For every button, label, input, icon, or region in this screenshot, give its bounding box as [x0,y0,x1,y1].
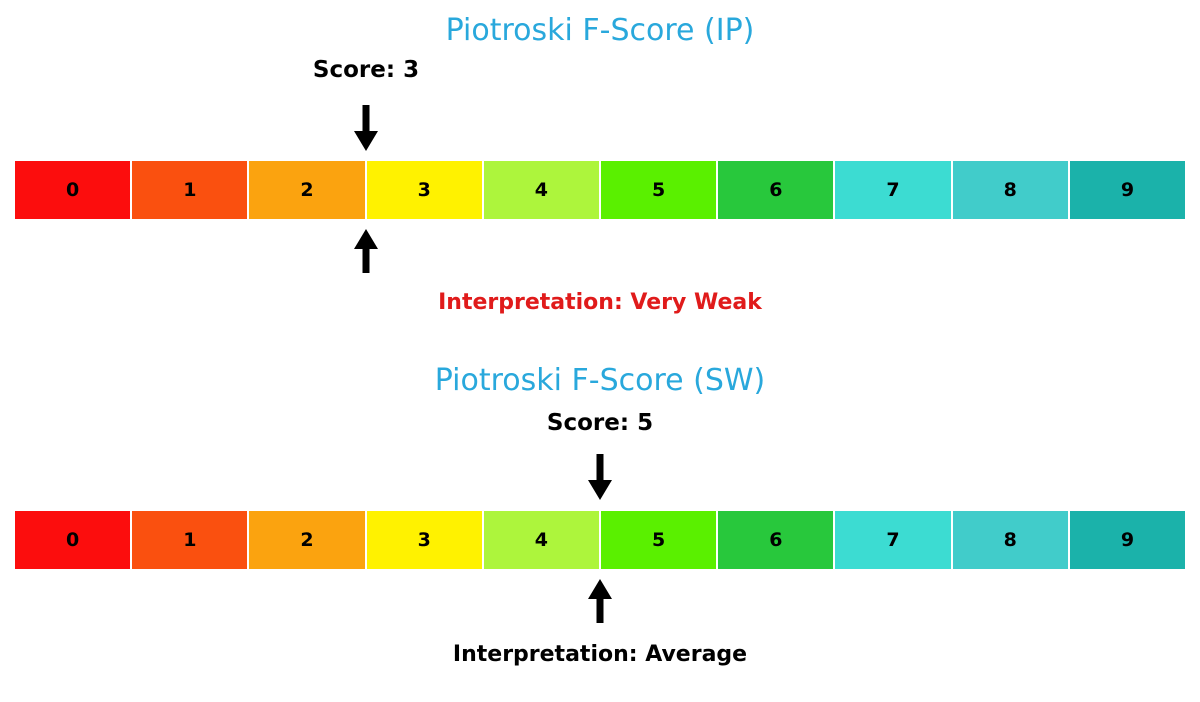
score-scale-bar-ip: 0 1 2 3 4 5 6 7 8 9 [15,161,1186,219]
scale-segment-label: 9 [1120,528,1135,551]
scale-segment-label: 3 [417,528,431,551]
scale-segment-label: 9 [1120,178,1135,201]
scale-segment-3[interactable]: 3 [365,511,483,569]
scale-segment-5[interactable]: 5 [600,511,718,569]
page-title-sw: Piotroski F-Score (SW) [434,363,766,398]
score-scale-bar-sw: 0 1 2 3 4 5 6 7 8 9 [15,511,1186,569]
scale-segment-6[interactable]: 6 [717,511,835,569]
scale-segment-label: 6 [769,178,783,201]
page-title-ip: Piotroski F-Score (IP) [445,13,755,48]
interpretation-pointer-up-arrow-ip [351,229,381,273]
scale-segment-7[interactable]: 7 [834,161,952,219]
scale-segment-9[interactable]: 9 [1068,511,1186,569]
scale-segment-0[interactable]: 0 [15,511,132,569]
scale-segment-label: 6 [769,528,783,551]
panel-piotroski-ip: Piotroski F-Score (IP) Score: 3 0 1 2 3 … [0,0,1200,340]
scale-segment-7[interactable]: 7 [834,511,952,569]
scale-segment-1[interactable]: 1 [131,511,249,569]
scale-segment-8[interactable]: 8 [951,511,1069,569]
scale-segment-label: 1 [183,528,197,551]
scale-segment-0[interactable]: 0 [15,161,132,219]
scale-segment-label: 4 [534,528,549,551]
interpretation-label-ip: Interpretation: Very Weak [438,290,762,315]
scale-segment-4[interactable]: 4 [482,161,601,219]
scale-segment-label: 4 [534,178,549,201]
scale-segment-3[interactable]: 3 [365,161,483,219]
scale-segment-label: 2 [300,528,314,551]
scale-segment-label: 1 [183,178,197,201]
scale-segment-label: 0 [65,178,80,201]
scale-segment-label: 3 [417,178,431,201]
panel-piotroski-sw: Piotroski F-Score (SW) Score: 5 0 1 2 3 … [0,350,1200,702]
interpretation-pointer-up-arrow-sw [585,579,615,623]
scale-segment-8[interactable]: 8 [951,161,1069,219]
scale-segment-label: 5 [652,178,666,201]
scale-segment-4[interactable]: 4 [482,511,601,569]
scale-segment-5[interactable]: 5 [600,161,718,219]
scale-segment-label: 7 [886,178,900,201]
scale-segment-2[interactable]: 2 [248,511,366,569]
scale-segment-label: 7 [886,528,900,551]
score-label-ip: Score: 3 [312,57,420,83]
scale-segment-2[interactable]: 2 [248,161,366,219]
score-pointer-down-arrow-ip [351,105,381,151]
scale-segment-1[interactable]: 1 [131,161,249,219]
scale-segment-label: 0 [65,528,80,551]
scale-segment-label: 2 [300,178,314,201]
scale-segment-label: 8 [1003,528,1017,551]
scale-segment-label: 8 [1003,178,1017,201]
scale-segment-6[interactable]: 6 [717,161,835,219]
score-label-sw: Score: 5 [546,410,654,436]
score-pointer-down-arrow-sw [585,454,615,500]
scale-segment-9[interactable]: 9 [1068,161,1186,219]
interpretation-label-sw: Interpretation: Average [452,642,748,667]
scale-segment-label: 5 [652,528,666,551]
